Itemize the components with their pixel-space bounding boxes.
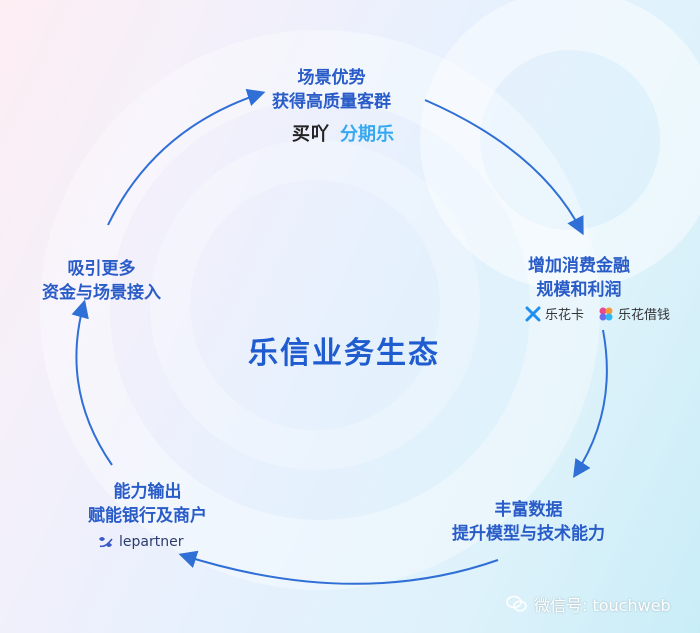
node-scene-advantage-line1: 场景优势	[297, 68, 366, 88]
logos-top: 买吖 分期乐	[292, 120, 394, 146]
lehuajieqian-icon	[599, 307, 613, 320]
wechat-icon	[506, 595, 527, 612]
logo-lehuaka-text: 乐花卡	[545, 308, 585, 323]
arrow-bottom-right-to-bottom-left	[178, 550, 499, 585]
node-rich-data-line1: 丰富数据	[494, 500, 563, 520]
logo-maiya-text: 买吖	[292, 124, 330, 145]
lepartner-icon	[99, 537, 113, 548]
node-capability-output-line2: 赋能银行及商户	[88, 506, 207, 526]
logos-right: 乐花卡 乐花借钱	[525, 304, 670, 323]
arrow-top-to-right	[424, 99, 584, 236]
node-consumer-finance-line2: 规模和利润	[536, 280, 622, 300]
arrow-left-to-top	[107, 88, 266, 226]
node-scene-advantage-line2: 获得高质量客群	[272, 92, 391, 112]
arrow-right-to-bottom-right	[573, 329, 608, 479]
node-capability-output-line1: 能力输出	[113, 482, 182, 502]
node-attract-more-line2: 资金与场景接入	[42, 283, 161, 303]
node-rich-data: 丰富数据 提升模型与技术能力	[452, 498, 605, 546]
lehuaka-icon	[525, 306, 541, 321]
node-attract-more-line1: 吸引更多	[67, 259, 136, 279]
node-capability-output: 能力输出 赋能银行及商户	[88, 480, 207, 528]
logo-fenqile-text: 分期乐	[340, 124, 394, 145]
node-attract-more: 吸引更多 资金与场景接入	[42, 257, 161, 305]
center-title: 乐信业务生态	[248, 336, 440, 371]
node-rich-data-line2: 提升模型与技术能力	[452, 524, 605, 544]
logo-fenqile: 分期乐	[340, 120, 394, 146]
logos-bottom-left: lepartner	[97, 534, 183, 550]
logo-lehuajieqian-text: 乐花借钱	[618, 308, 671, 323]
logo-lepartner-text: lepartner	[119, 534, 184, 550]
logo-lehuajieqian: 乐花借钱	[598, 304, 670, 323]
node-consumer-finance: 增加消费金融 规模和利润	[528, 254, 630, 302]
node-scene-advantage: 场景优势 获得高质量客群	[272, 66, 391, 114]
logo-maiya: 买吖	[292, 120, 330, 146]
node-consumer-finance-line1: 增加消费金融	[528, 256, 630, 276]
watermark: 微信号: touchweb	[506, 592, 671, 616]
arrow-bottom-left-to-left	[71, 299, 113, 466]
watermark-text: 微信号: touchweb	[534, 596, 671, 615]
logo-lepartner: lepartner	[97, 534, 183, 550]
logo-lehuaka: 乐花卡	[525, 304, 584, 323]
